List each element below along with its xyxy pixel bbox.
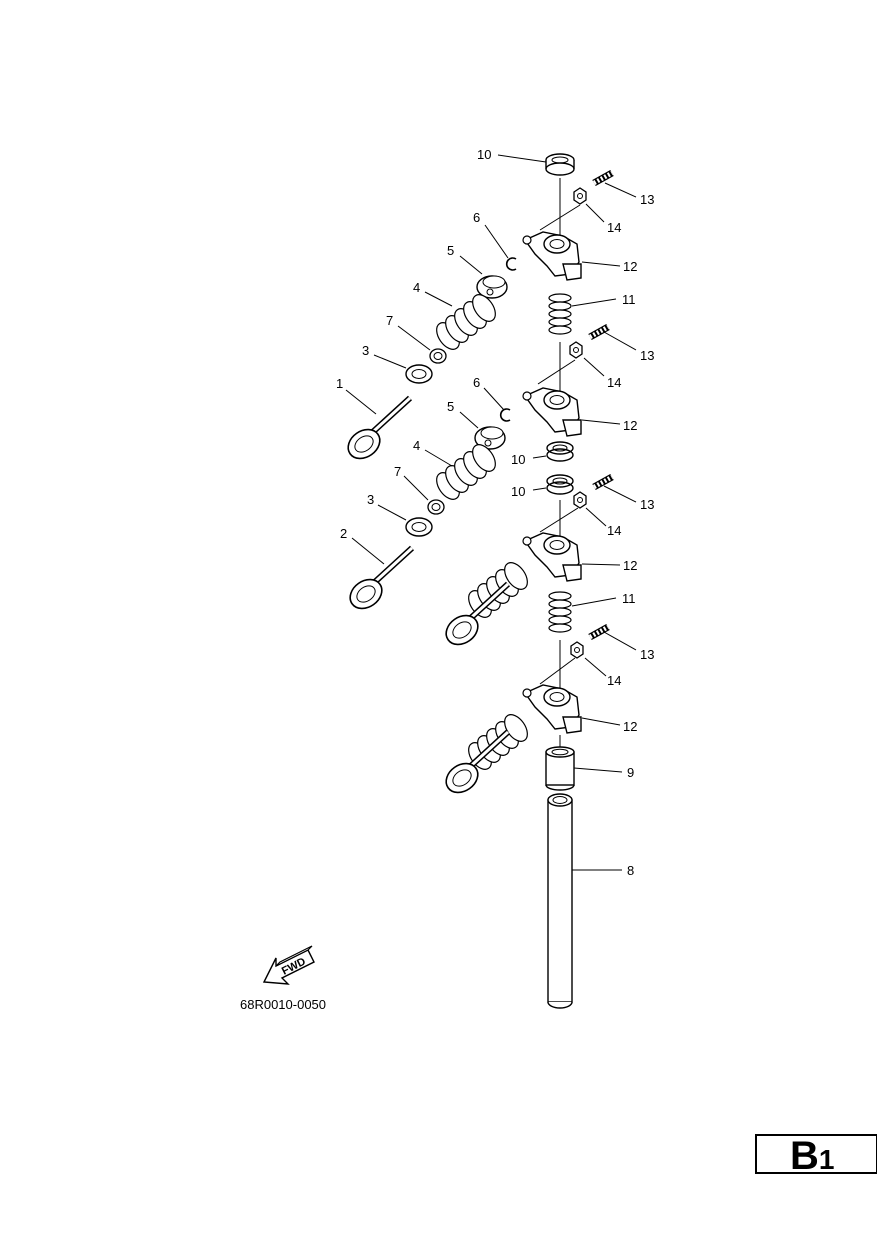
washer-3: [405, 517, 433, 537]
collar-9: [545, 746, 575, 791]
callout-10: 10: [511, 484, 525, 499]
callout-5: 5: [447, 399, 454, 414]
spring-11: [548, 591, 572, 633]
valve-1: [343, 398, 410, 464]
centerline: [539, 657, 576, 685]
centerline: [539, 204, 581, 231]
callout-13: 13: [640, 348, 654, 363]
callout-11: 11: [622, 292, 636, 307]
retainer-5: [476, 275, 508, 299]
svg-text:B1: B1: [790, 1134, 834, 1178]
callout-12: 12: [623, 418, 637, 433]
callout-12: 12: [623, 558, 637, 573]
callout-10: 10: [477, 147, 491, 162]
rocker-arm-12: [522, 387, 582, 437]
cap-10: [546, 441, 574, 462]
spring-11: [548, 293, 572, 335]
rocker-arm-12: [522, 684, 582, 734]
callout-7: 7: [386, 313, 393, 328]
callout-5: 5: [447, 243, 454, 258]
callout-12: 12: [623, 719, 637, 734]
valve-spring-4: [431, 289, 501, 355]
adjusting-screw-13: [590, 327, 608, 337]
callout-10: 10: [511, 452, 525, 467]
valve-spring-4: [431, 439, 501, 505]
callout-1: 1: [336, 376, 343, 391]
callout-7: 7: [394, 464, 401, 479]
cap-10: [546, 474, 574, 495]
shaft-8: [547, 793, 573, 1009]
callout-6: 6: [473, 210, 480, 225]
nut-14: [569, 341, 583, 359]
adjusting-screw-13: [594, 173, 612, 183]
valve-2: [345, 548, 412, 614]
rocker-arm-12: [522, 532, 582, 582]
callout-14: 14: [607, 673, 621, 688]
callout-8: 8: [627, 863, 634, 878]
callout-13: 13: [640, 192, 654, 207]
callout-4: 4: [413, 438, 420, 453]
callout-3: 3: [362, 343, 369, 358]
fwd-label: FWD: [280, 956, 308, 978]
section-label: B1: [755, 1134, 877, 1178]
callout-13: 13: [640, 497, 654, 512]
cap-10-top: [545, 153, 575, 176]
section-number: 1: [819, 1144, 835, 1175]
keeper-6: [505, 257, 517, 271]
callout-3: 3: [367, 492, 374, 507]
washer-3: [405, 364, 433, 384]
adjusting-screw-13: [594, 477, 612, 487]
adjusting-screw-13: [590, 627, 608, 637]
nut-14: [573, 187, 587, 205]
leader-lines: [345, 154, 637, 871]
callout-11: 11: [622, 591, 636, 606]
valve: [441, 732, 508, 798]
callout-9: 9: [627, 765, 634, 780]
centerline: [539, 507, 579, 533]
figure-code: 68R0010-0050: [240, 997, 326, 1012]
centerline: [537, 359, 576, 385]
fwd-arrow-icon: FWD: [262, 945, 315, 985]
seal-7: [429, 348, 447, 364]
section-letter: B: [790, 1134, 819, 1178]
callout-12: 12: [623, 259, 637, 274]
callout-4: 4: [413, 280, 420, 295]
nut-14: [573, 491, 587, 509]
rocker-arm-12: [522, 231, 582, 281]
callout-6: 6: [473, 375, 480, 390]
callout-2: 2: [340, 526, 347, 541]
keeper-6: [499, 408, 511, 422]
seal-7: [427, 499, 445, 515]
retainer-5: [474, 426, 506, 450]
nut-14: [570, 641, 584, 659]
callout-13: 13: [640, 647, 654, 662]
callout-14: 14: [607, 220, 621, 235]
callout-14: 14: [607, 523, 621, 538]
callout-14: 14: [607, 375, 621, 390]
